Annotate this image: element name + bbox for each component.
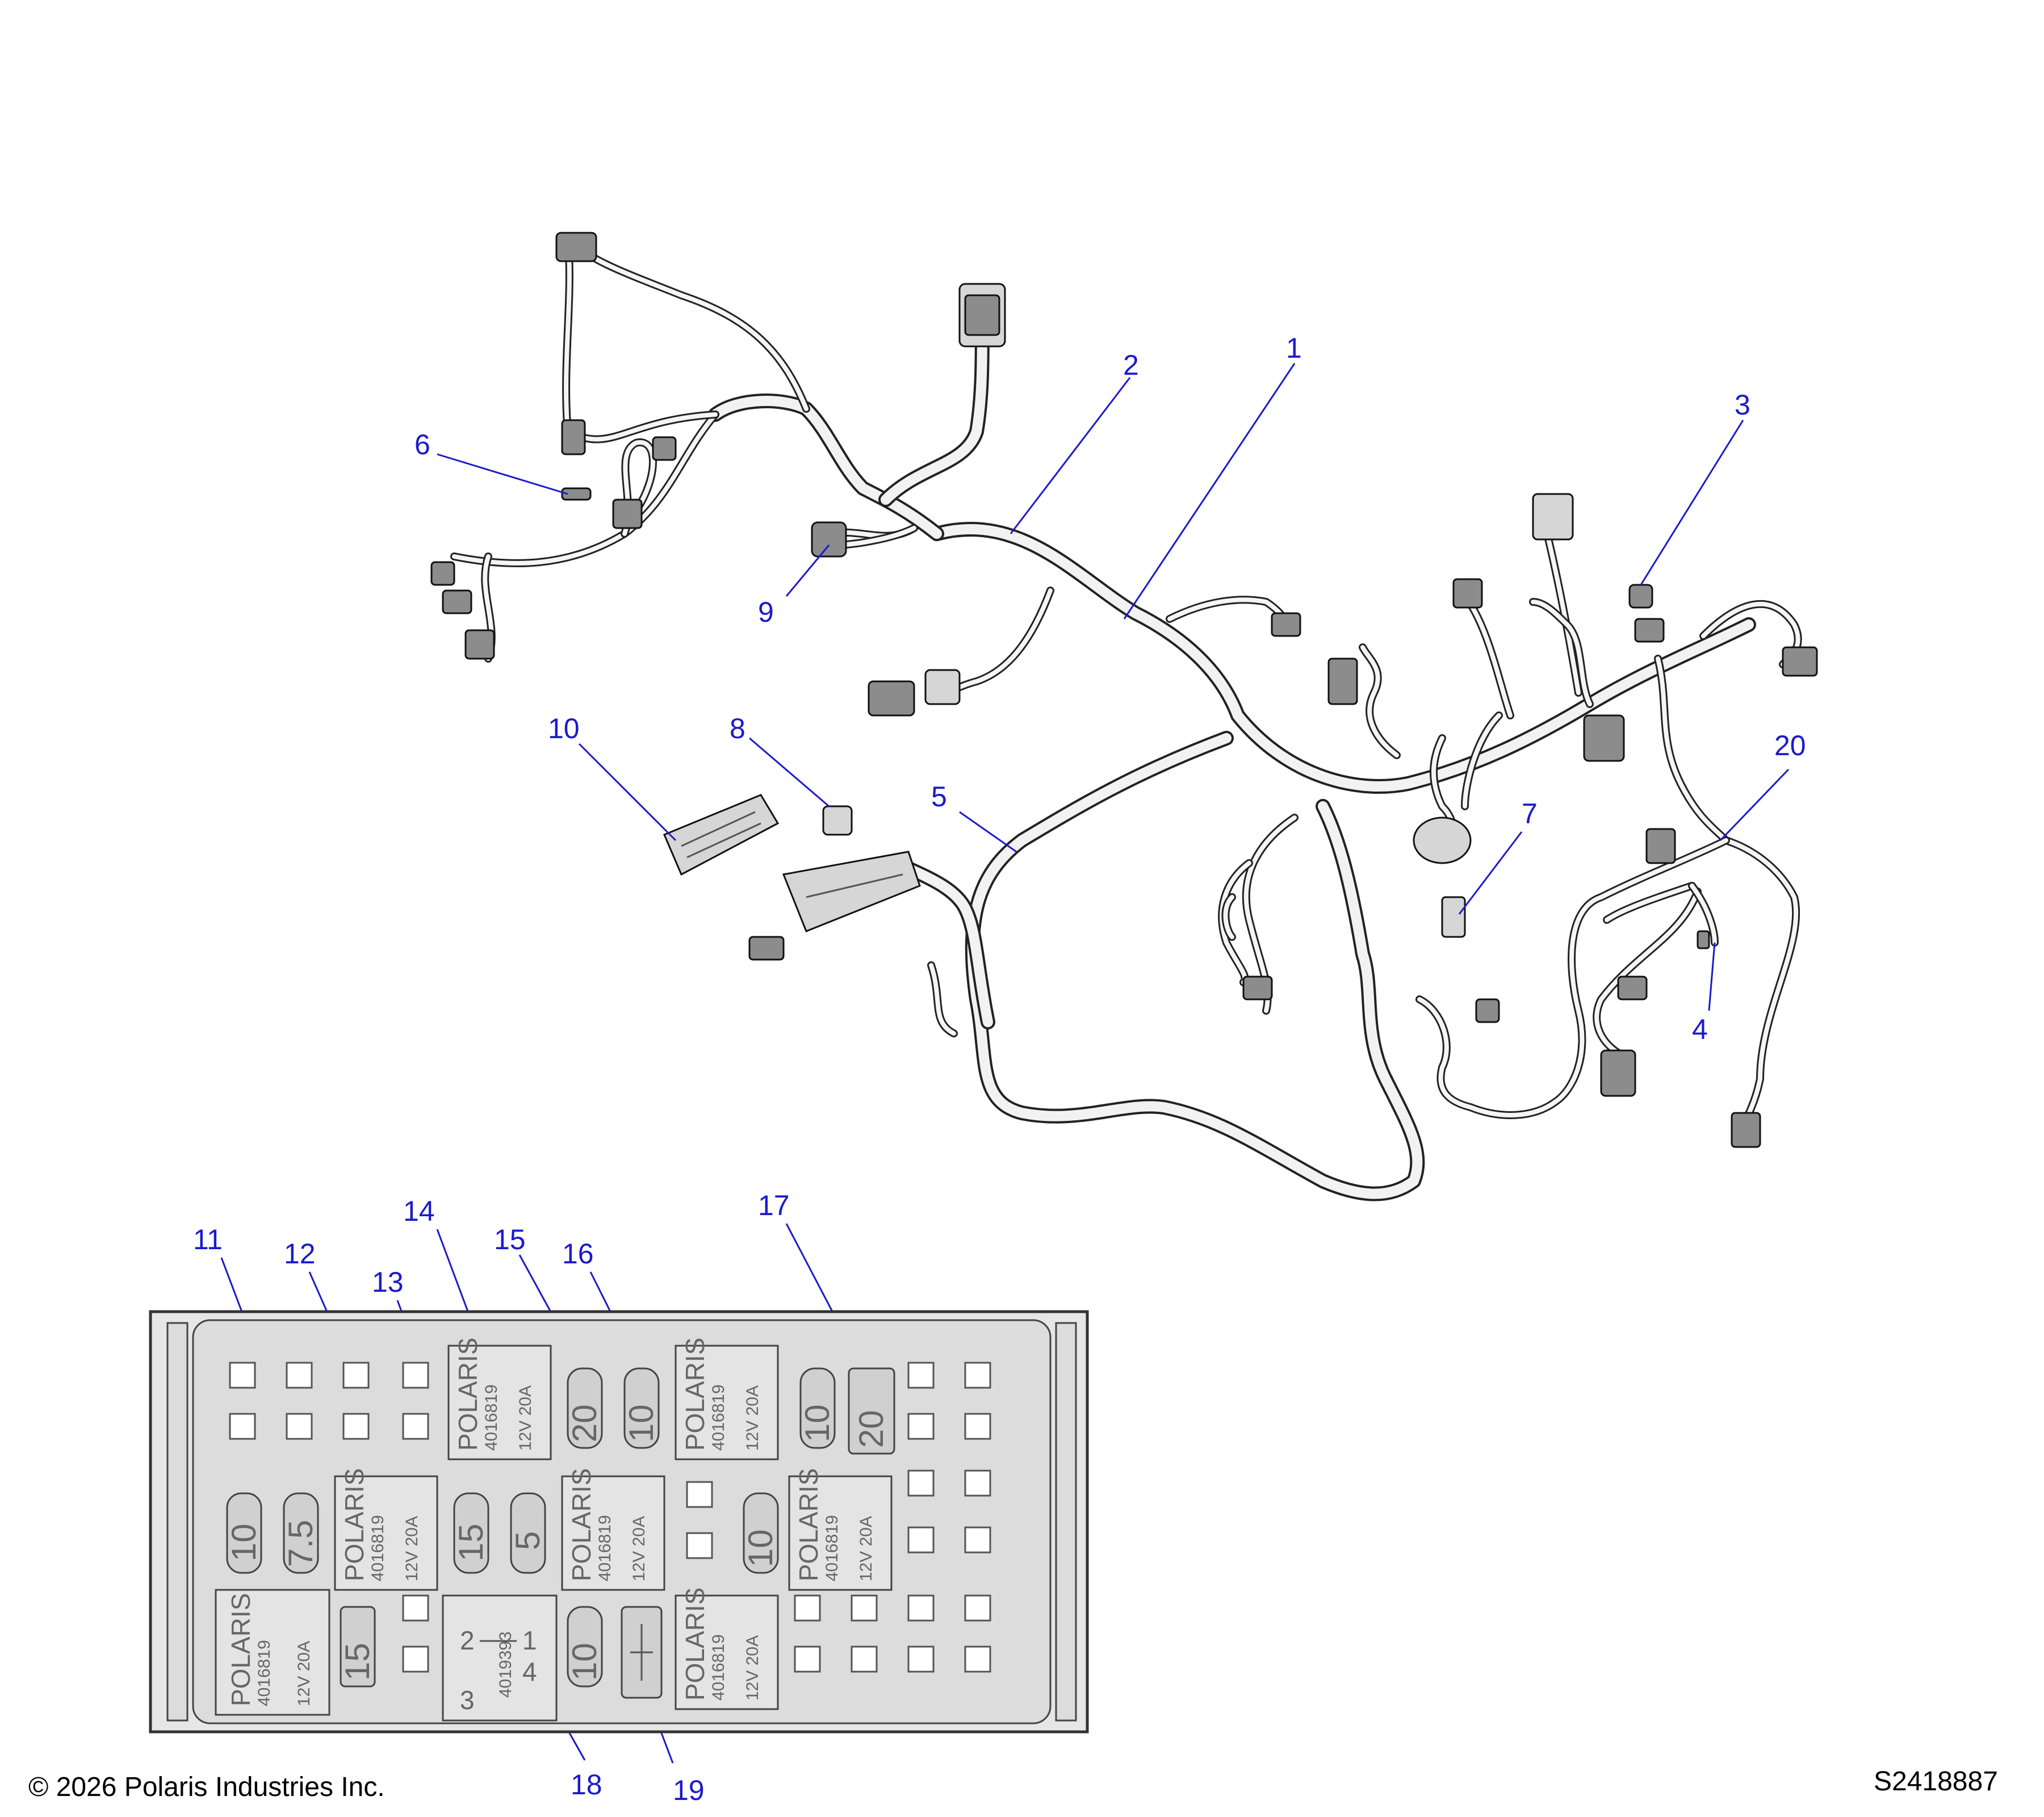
fuse-10: 15 — [338, 1606, 376, 1688]
callout-14: 14 — [403, 1195, 435, 1227]
callout-4: 4 — [1692, 1014, 1708, 1045]
svg-text:20: 20 — [852, 1410, 890, 1448]
svg-text:10: 10 — [225, 1523, 263, 1561]
relay-brand: POLARIS — [226, 1593, 256, 1706]
relay-spec: 12V 20A — [630, 1516, 648, 1581]
callout-1: 1 — [1286, 332, 1302, 364]
fuse-6: 10 — [622, 1367, 660, 1449]
relay-middle-3: POLARIS 4016819 12V 20A — [788, 1468, 893, 1591]
copyright-text: © 2026 Polaris Industries Inc. — [28, 1772, 385, 1802]
callout-13: 13 — [372, 1266, 404, 1298]
relay-brand: POLARIS — [567, 1468, 596, 1581]
fuse-box-terminals — [229, 1362, 991, 1673]
relay-spec: 12V 20A — [857, 1516, 876, 1581]
diode-module: 2 1 4019393 3 4 — [442, 1594, 558, 1722]
relay-spec: 12V 20A — [743, 1385, 762, 1451]
harness-connectors — [430, 232, 1818, 1148]
relay-part: 4016819 — [709, 1384, 728, 1451]
fuse-8: 20 — [848, 1367, 895, 1455]
relay-part: 4016819 — [368, 1515, 387, 1581]
diode-pin-4: 4 — [522, 1657, 537, 1686]
diode-part: 4019393 — [496, 1631, 515, 1698]
callout-17: 17 — [758, 1190, 790, 1221]
relay-part: 4016819 — [596, 1515, 614, 1581]
diode-fuse — [621, 1606, 663, 1699]
callout-7: 7 — [1522, 798, 1538, 830]
fuse-box-housing — [782, 851, 921, 932]
callout-2: 2 — [1123, 349, 1139, 381]
relay-bottom-1: POLARIS 4016819 12V 20A — [215, 1589, 330, 1716]
fuse-1: 10 — [225, 1492, 263, 1574]
fuse-11: 10 — [566, 1606, 604, 1688]
callout-15: 15 — [494, 1224, 526, 1255]
callout-labels: 1 2 3 4 5 6 7 8 9 10 11 12 13 14 15 16 1… — [193, 332, 1806, 1806]
svg-text:10: 10 — [566, 1643, 604, 1681]
svg-text:10: 10 — [622, 1404, 660, 1442]
diode-pin-1: 1 — [522, 1626, 537, 1655]
diode-pin-2: 2 — [460, 1626, 475, 1655]
relay-spec: 12V 20A — [403, 1516, 421, 1581]
callout-5: 5 — [931, 781, 947, 813]
callout-3: 3 — [1735, 389, 1750, 421]
callout-16: 16 — [562, 1238, 594, 1270]
relay-part: 4016819 — [255, 1640, 274, 1706]
fuse-5: 20 — [566, 1367, 604, 1449]
svg-text:15: 15 — [452, 1523, 490, 1561]
callout-18: 18 — [571, 1769, 602, 1801]
relay-bottom-2: POLARIS 4016819 12V 20A — [675, 1588, 779, 1710]
callout-20: 20 — [1774, 730, 1806, 761]
callout-12: 12 — [284, 1238, 316, 1270]
relay-part: 4016819 — [823, 1515, 841, 1581]
relay-top-2: POLARIS 4016819 12V 20A — [675, 1338, 779, 1460]
relay-brand: POLARIS — [680, 1588, 710, 1701]
fuse-7: 10 — [798, 1367, 836, 1449]
svg-text:10: 10 — [742, 1529, 780, 1567]
fuse-9: 10 — [742, 1492, 780, 1574]
callout-9: 9 — [758, 596, 774, 628]
fuse-4: 5 — [509, 1492, 547, 1574]
fuse-box-cover — [663, 794, 780, 876]
diagram-code: S2418887 — [1874, 1766, 1998, 1797]
relay-part: 4016819 — [482, 1384, 501, 1451]
relay-spec: 12V 20A — [516, 1385, 535, 1451]
relay-brand: POLARIS — [340, 1468, 369, 1581]
relay-part: 4016819 — [709, 1634, 728, 1701]
relay-middle-1: POLARIS 4016819 12V 20A — [334, 1468, 438, 1591]
svg-text:7.5: 7.5 — [282, 1520, 320, 1567]
relay-top-1: POLARIS 4016819 12V 20A — [447, 1338, 552, 1460]
svg-text:5: 5 — [509, 1531, 547, 1550]
callout-8: 8 — [730, 713, 745, 744]
relay-brand: POLARIS — [453, 1338, 483, 1451]
relay-brand: POLARIS — [680, 1338, 710, 1451]
svg-text:15: 15 — [338, 1643, 376, 1681]
callout-19: 19 — [673, 1774, 705, 1806]
relay-middle-2: POLARIS 4016819 12V 20A — [561, 1468, 665, 1591]
callout-6: 6 — [414, 429, 430, 460]
callout-10: 10 — [548, 713, 580, 744]
fuse-2: 7.5 — [282, 1492, 320, 1574]
relay-spec: 12V 20A — [295, 1641, 313, 1706]
svg-text:20: 20 — [566, 1404, 604, 1442]
relay-brand: POLARIS — [794, 1468, 823, 1581]
fuse-box-panel: POLARIS 4016819 12V 20A POLARIS 4016819 … — [149, 1310, 1089, 1734]
svg-text:10: 10 — [798, 1404, 836, 1442]
callout-11: 11 — [193, 1224, 223, 1255]
relay-spec: 12V 20A — [743, 1635, 762, 1701]
diode-pin-3: 3 — [460, 1685, 475, 1715]
fuse-3: 15 — [452, 1492, 490, 1574]
